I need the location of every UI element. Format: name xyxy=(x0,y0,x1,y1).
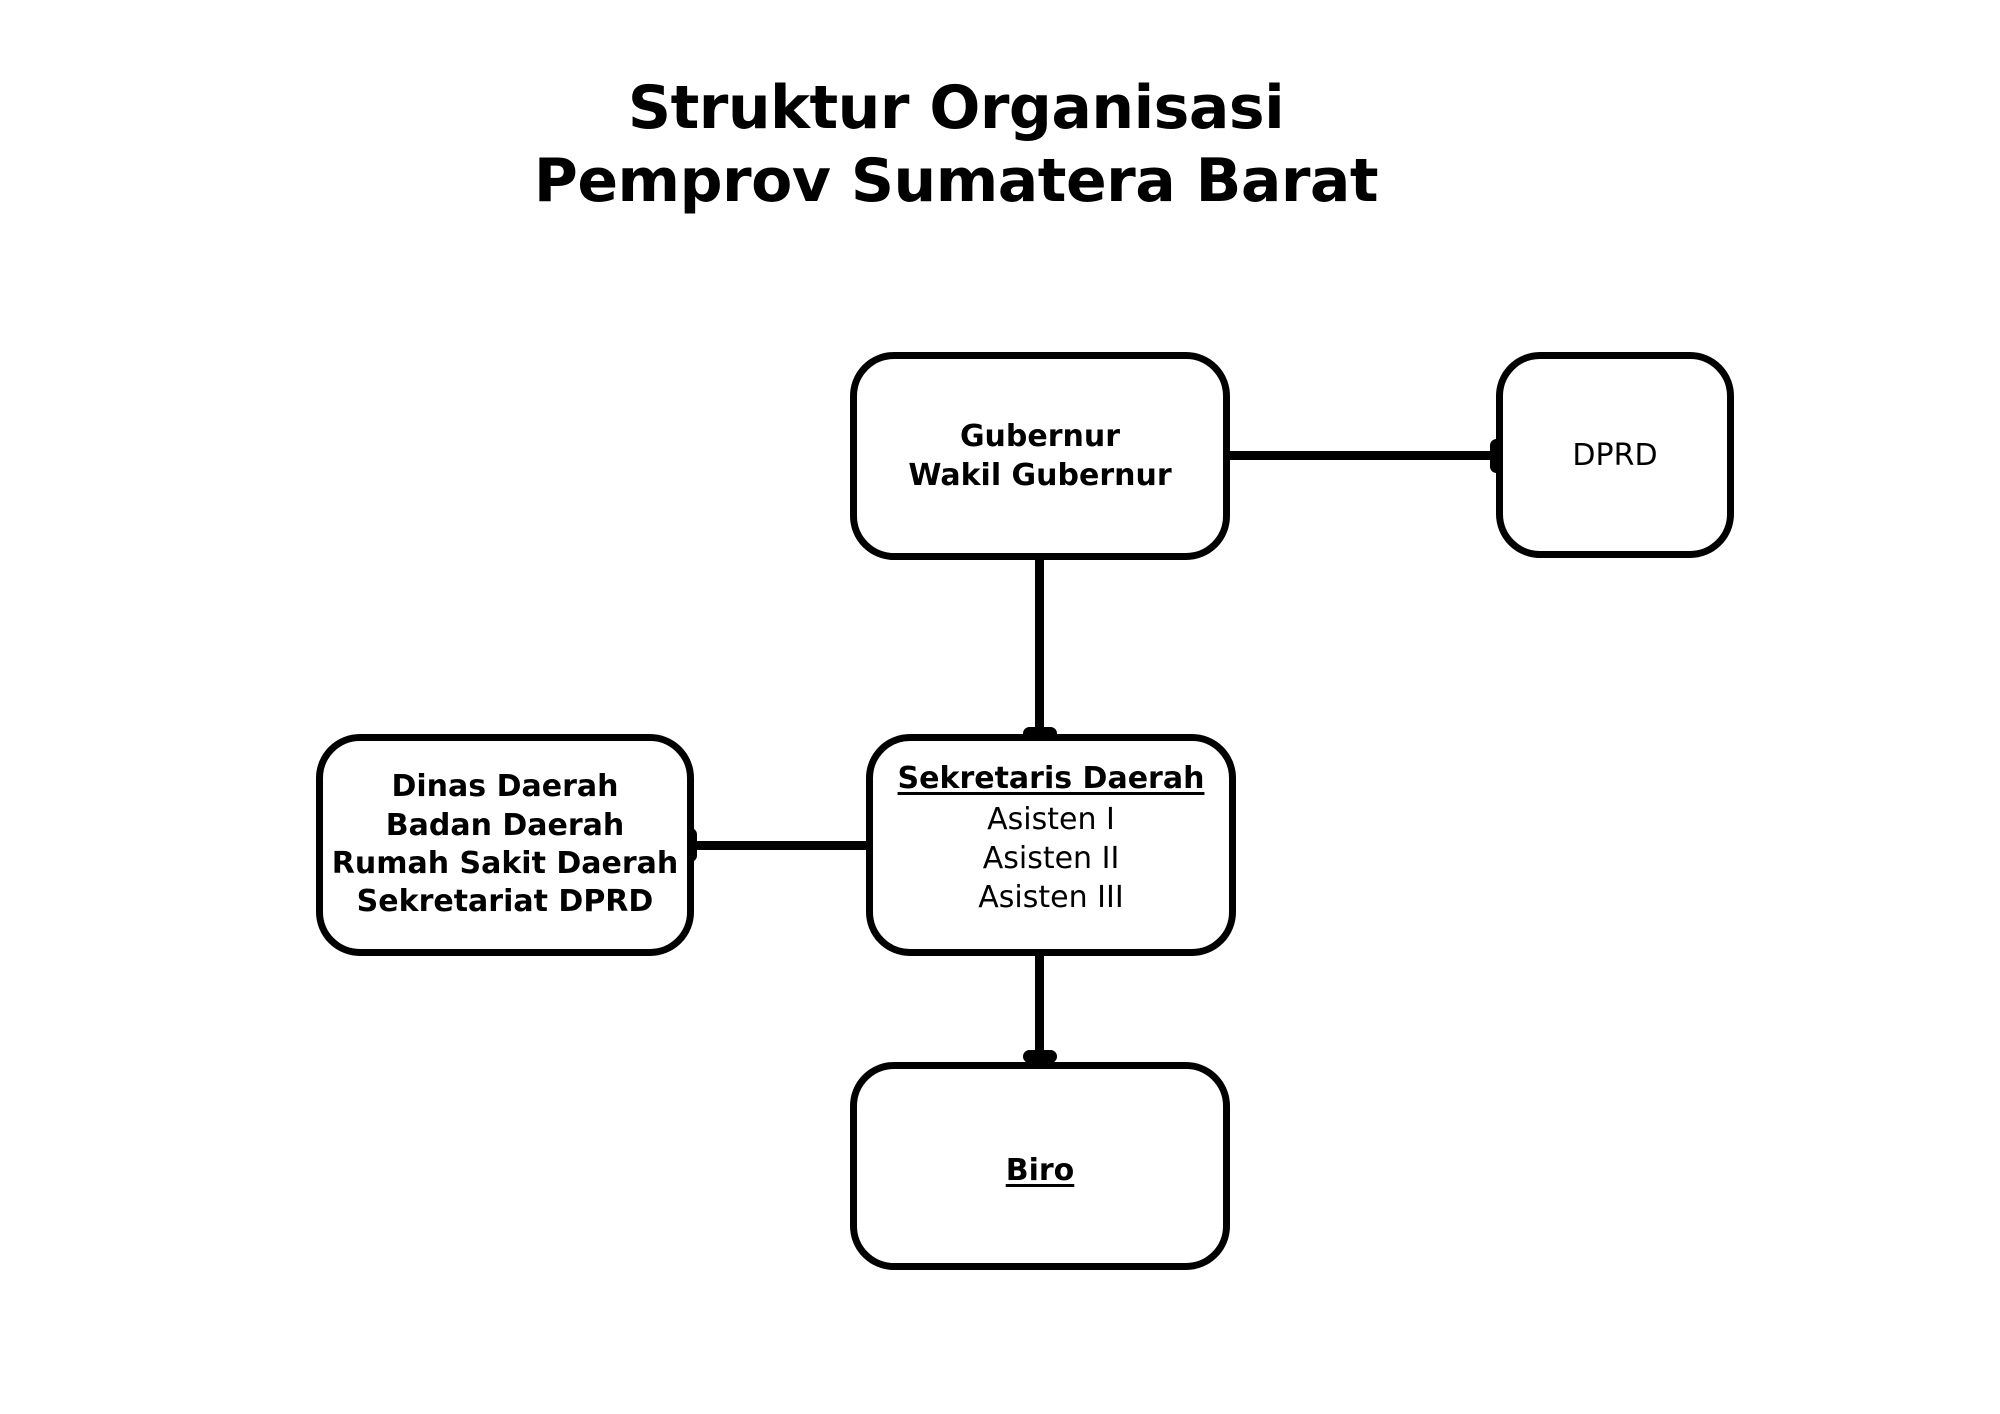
node-gubernur-line-2: Wakil Gubernur xyxy=(908,458,1172,493)
node-dinas-line-4: Sekretariat DPRD xyxy=(356,884,654,920)
node-dprd-label: DPRD xyxy=(1572,437,1658,473)
connector-gubernur-to-dprd xyxy=(1226,451,1504,460)
node-sekretaris-asisten-3: Asisten III xyxy=(978,880,1124,915)
node-dinas-line-2: Badan Daerah xyxy=(385,807,625,843)
node-gubernur[interactable]: Gubernur Wakil Gubernur xyxy=(850,352,1230,560)
node-dinas-daerah[interactable]: Dinas Daerah Badan Daerah Rumah Sakit Da… xyxy=(316,734,694,956)
chart-title-line-1: Struktur Organisasi xyxy=(627,73,1285,143)
node-gubernur-line-1: Gubernur xyxy=(959,419,1121,454)
node-sekretaris-heading: Sekretaris Daerah xyxy=(897,761,1205,796)
connector-gubernur-to-sekretaris xyxy=(1035,558,1044,740)
node-sekretaris-asisten-1: Asisten I xyxy=(987,802,1115,837)
node-sekretaris-daerah[interactable]: Sekretaris Daerah Asisten I Asisten II A… xyxy=(866,734,1236,956)
node-dinas-line-1: Dinas Daerah xyxy=(391,769,619,805)
chart-title: Struktur Organisasi Pemprov Sumatera Bar… xyxy=(0,72,2000,218)
arrow-terminator-biro xyxy=(1023,1050,1057,1063)
node-dprd[interactable]: DPRD xyxy=(1496,352,1734,558)
node-biro[interactable]: Biro xyxy=(850,1062,1230,1270)
connector-sekretaris-to-biro xyxy=(1035,952,1044,1068)
connector-sekretaris-to-dinas xyxy=(690,841,876,850)
node-biro-heading: Biro xyxy=(1005,1153,1075,1188)
node-dinas-line-3: Rumah Sakit Daerah xyxy=(331,846,679,881)
chart-title-line-2: Pemprov Sumatera Barat xyxy=(533,146,1379,217)
node-sekretaris-asisten-2: Asisten II xyxy=(982,841,1120,876)
